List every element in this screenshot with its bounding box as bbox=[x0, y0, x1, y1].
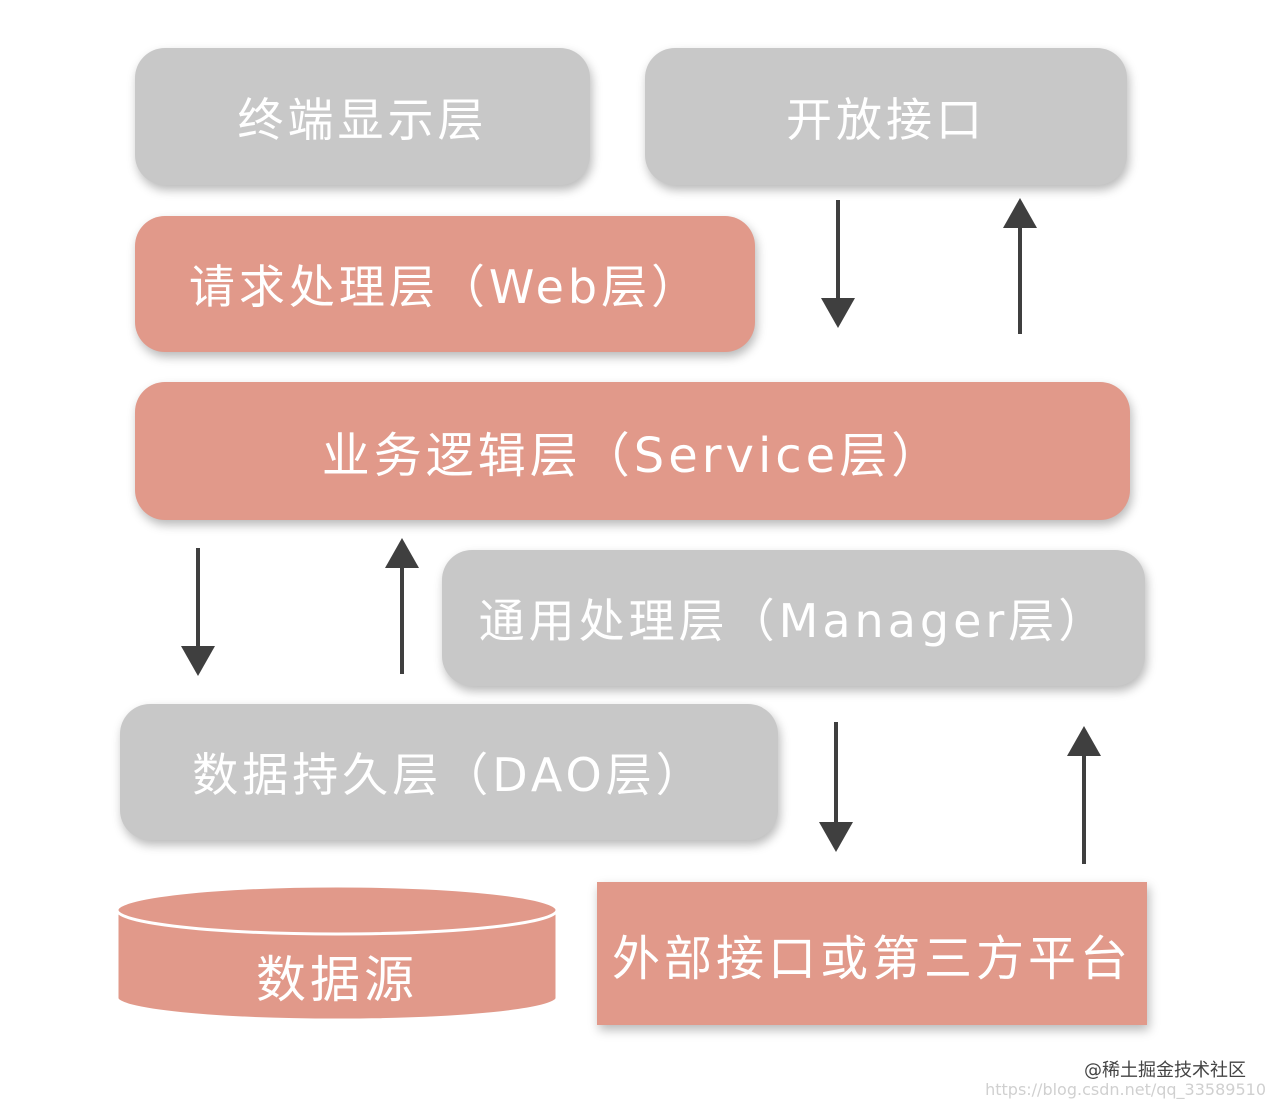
arrow-up-icon bbox=[385, 538, 419, 674]
service-layer-label: 业务逻辑层（Service层） bbox=[321, 428, 944, 484]
external-platform-box: 外部接口或第三方平台 bbox=[597, 882, 1147, 1025]
arrow-up-icon bbox=[1067, 726, 1101, 864]
dao-layer-box: 数据持久层（DAO层） bbox=[120, 704, 778, 840]
arrow-down-icon bbox=[821, 200, 855, 328]
arrow-down-icon bbox=[819, 722, 853, 852]
watermark-community: @稀土掘金技术社区 bbox=[1084, 1060, 1246, 1081]
external-platform-label: 外部接口或第三方平台 bbox=[611, 930, 1132, 987]
dao-layer-label: 数据持久层（DAO层） bbox=[192, 748, 706, 802]
arrow-up-icon bbox=[1003, 198, 1037, 334]
manager-layer-label: 通用处理层（Manager层） bbox=[478, 594, 1109, 648]
open-api-box: 开放接口 bbox=[645, 48, 1127, 185]
datasource-label: 数据源 bbox=[256, 951, 418, 1009]
terminal-display-layer-label: 终端显示层 bbox=[237, 92, 488, 147]
watermark-url: https://blog.csdn.net/qq_33589510 bbox=[985, 1080, 1266, 1099]
arrow-down-icon bbox=[181, 548, 215, 676]
datasource-cylinder bbox=[115, 884, 559, 1022]
service-layer-box: 业务逻辑层（Service层） bbox=[135, 382, 1130, 520]
open-api-label: 开放接口 bbox=[786, 92, 986, 147]
web-layer-label: 请求处理层（Web层） bbox=[188, 260, 702, 314]
web-layer-box: 请求处理层（Web层） bbox=[135, 216, 755, 352]
terminal-display-layer-box: 终端显示层 bbox=[135, 48, 590, 185]
manager-layer-box: 通用处理层（Manager层） bbox=[442, 550, 1145, 686]
